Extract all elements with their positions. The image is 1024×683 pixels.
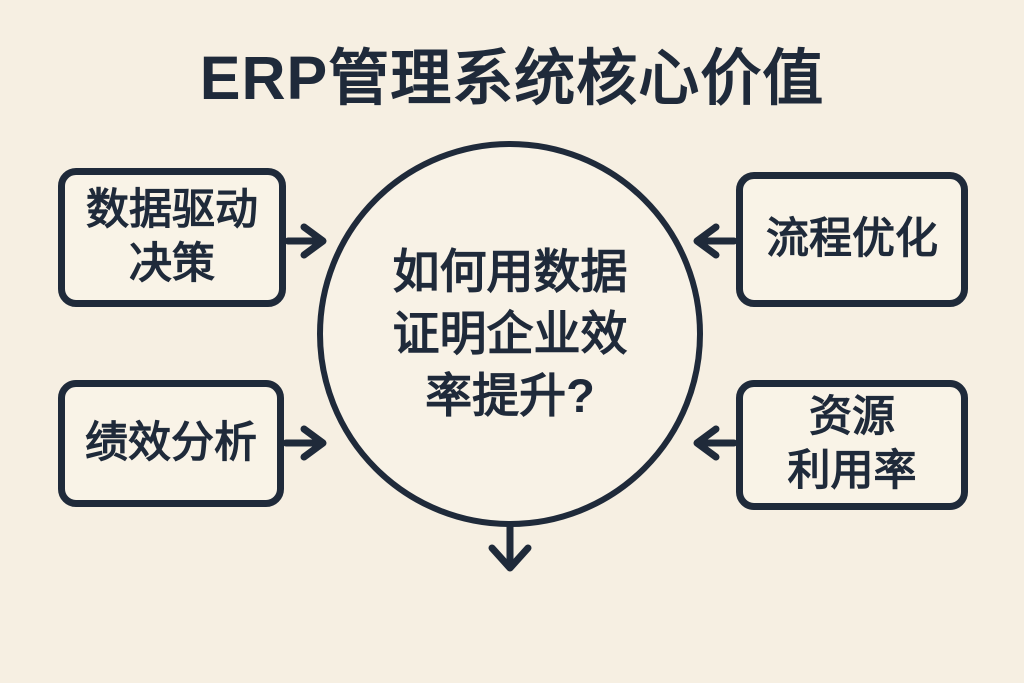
central-question-text: 如何用数据 证明企业效 率提升? [392, 244, 628, 423]
arrow-data-driven-to-circle-icon [284, 223, 327, 259]
box-process-optimization-label: 流程优化 [766, 214, 938, 263]
box-performance-analysis: 绩效分析 [58, 380, 284, 507]
box-resource-utilization-label: 资源 利用率 [787, 393, 917, 495]
box-performance-analysis-label: 绩效分析 [85, 418, 257, 467]
box-process-optimization: 流程优化 [736, 172, 968, 307]
arrow-resource-to-circle-icon [693, 425, 738, 461]
arrow-circle-output-down-icon [488, 523, 532, 572]
box-resource-utilization: 资源 利用率 [736, 380, 968, 510]
arrow-process-to-circle-icon [693, 223, 738, 259]
central-question-circle: 如何用数据 证明企业效 率提升? [317, 141, 703, 527]
box-data-driven-decision: 数据驱动 决策 [58, 168, 286, 307]
page-title: ERP管理系统核心价值 [199, 44, 825, 112]
arrow-performance-to-circle-icon [282, 425, 327, 461]
box-data-driven-decision-label: 数据驱动 决策 [86, 185, 258, 288]
